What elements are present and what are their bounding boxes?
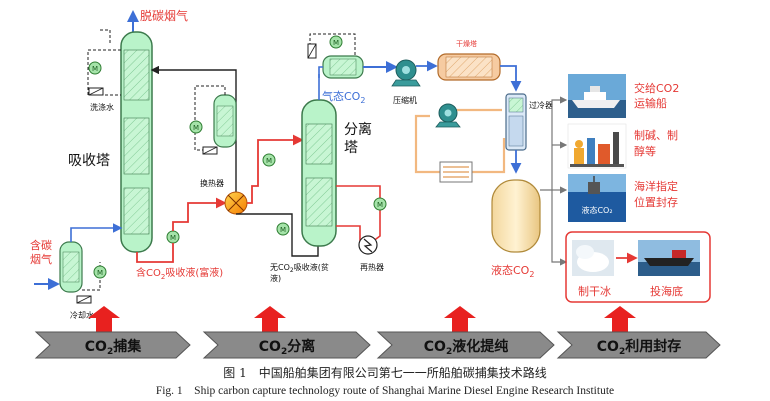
lean-cooler	[213, 94, 237, 148]
absorber-label: 吸收塔	[68, 153, 110, 169]
ship-delivery-label-1: 交给CO2	[634, 81, 679, 95]
ship-delivery-label-2: 运输船	[634, 96, 667, 110]
figure-caption-en: Fig. 1 Ship carbon capture technology ro…	[155, 385, 615, 397]
svg-text:M: M	[280, 226, 286, 234]
gas-co2-label: 气态CO2	[322, 89, 365, 105]
soda-methanol-label-2: 醇等	[634, 144, 656, 158]
stage-label-1: CO2捕集	[85, 338, 142, 357]
ocean-storage-label-2: 位置封存	[634, 195, 678, 209]
compressor-label: 压缩机	[393, 95, 417, 105]
soda-methanol-label-1: 制碱、制	[634, 129, 678, 142]
subcooler-label: 过冷器	[529, 100, 553, 110]
stage-arrow-2	[254, 306, 286, 332]
subcooler	[505, 93, 527, 151]
liquid-co2-tank	[491, 179, 541, 253]
inlet-gas-label-1: 含碳	[30, 238, 52, 252]
rich-solution-label: 含CO2吸收液(富液)	[136, 266, 223, 281]
svg-text:M: M	[193, 124, 199, 132]
sea-dump-ship-image	[638, 240, 700, 276]
stage-band-1	[34, 331, 191, 359]
separator-label-2: 塔	[344, 140, 358, 156]
dry-ice-image	[572, 240, 614, 276]
sea-dump-label: 投海底	[650, 284, 683, 298]
heat-exchanger-label: 换热器	[200, 178, 224, 188]
dry-ice-label: 制干冰	[578, 285, 611, 298]
ocean-storage-label-1: 海洋指定	[634, 179, 678, 193]
lean-solution-label-2: 液)	[270, 273, 281, 283]
wash-water-label: 洗涤水	[90, 102, 114, 112]
flue-out-label: 脱碳烟气	[140, 8, 188, 23]
co2-carrier-ship-image	[568, 74, 626, 118]
lean-solution-label: 无CO2吸收液(贫	[270, 262, 329, 274]
liquid-co2-label: 液态CO2	[491, 263, 534, 279]
heat-exchanger-icon	[224, 191, 248, 215]
reboiler-pump-icon	[373, 197, 387, 211]
svg-text:M: M	[92, 65, 98, 73]
separator-feed-pump-icon	[262, 153, 276, 167]
svg-text:M: M	[170, 234, 176, 242]
reboiler-label: 再热器	[360, 262, 384, 272]
stage-band-2	[202, 331, 371, 359]
dryer-tower	[437, 53, 501, 81]
condenser-coil-icon	[439, 161, 473, 183]
lean-pump-icon	[276, 222, 290, 236]
cooling-pump-icon	[93, 265, 107, 279]
stage-band-4	[556, 331, 721, 359]
compressor-icon	[391, 59, 421, 87]
co2-cooler	[322, 55, 364, 79]
svg-text:M: M	[97, 269, 103, 277]
ocean-storage-image: 液态CO₂	[568, 174, 626, 222]
stage-label-4: CO2利用封存	[597, 338, 681, 357]
stage-band-3	[376, 331, 555, 359]
wash-water-loop	[87, 49, 121, 96]
cooler-pump-icon	[189, 120, 203, 134]
reboiler-icon	[358, 235, 378, 255]
separator-label-1: 分离	[344, 121, 372, 138]
stage-label-2: CO2分离	[259, 338, 315, 357]
inlet-gas-label-2: 烟气	[30, 252, 52, 266]
stage-banner: CO2捕集 CO2分离 CO2液化提纯 CO2利用封存	[34, 306, 721, 359]
inlet-scrubber	[59, 241, 83, 293]
refrigerant-compressor-icon	[435, 103, 461, 128]
dry-ice-sea-dump-box	[565, 231, 711, 303]
wash-pump-icon	[88, 61, 102, 75]
stage-arrow-4	[604, 306, 636, 332]
stage-arrow-3	[444, 306, 476, 332]
dryer-label: 干燥塔	[456, 39, 477, 48]
stage-arrow-1	[88, 306, 120, 332]
cooling-water-label: 冷却水	[70, 310, 94, 320]
separator-tower	[301, 99, 337, 247]
lean-return-line	[150, 65, 237, 192]
chemical-plant-icon	[567, 123, 627, 169]
svg-text:M: M	[333, 39, 339, 47]
absorber-tower	[120, 31, 153, 253]
svg-text:M: M	[266, 157, 272, 165]
svg-text:M: M	[377, 201, 383, 209]
stage-label-3: CO2液化提纯	[424, 338, 508, 357]
svg-text:液态CO₂: 液态CO₂	[581, 205, 612, 215]
figure-caption-cn: 图 1 中国船舶集团有限公司第七一一所船舶碳捕集技术路线	[223, 366, 547, 380]
co2-cooler-pump-icon	[329, 35, 343, 49]
